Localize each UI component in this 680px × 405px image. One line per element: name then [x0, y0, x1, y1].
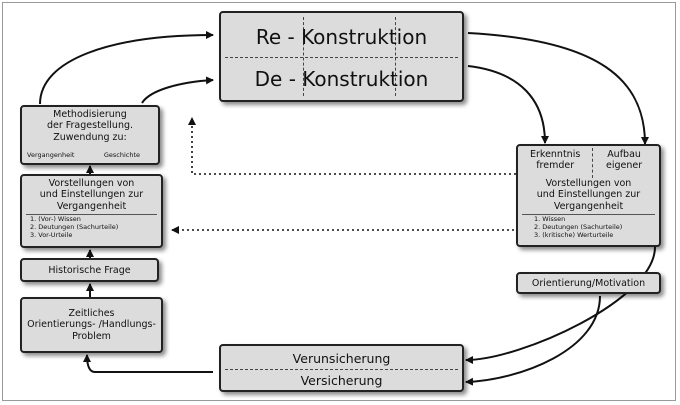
list-item: 2. Deutungen (Sachurteile): [30, 222, 119, 231]
erkenntnis-label: Erkenntnis fremder: [530, 149, 580, 172]
vorstellungen-left-line-1: Vorstellungen von: [48, 178, 135, 189]
sicherung-divider: [225, 369, 458, 370]
dekonstruktion-label: De - Konstruktion: [254, 67, 429, 91]
vorstellungen-left-line-2: und Einstellungen zur: [39, 189, 144, 201]
orientierung-box: Orientierung/Motivation: [516, 272, 661, 294]
arrow-methodisierung-to-rekonstruktion: [39, 31, 214, 105]
option-geschichte: Geschichte: [103, 151, 140, 160]
problem-box: Zeitliches Orientierungs- /Handlungs- Pr…: [20, 297, 163, 353]
methodisierung-line-3: Zuwendung zu:: [53, 131, 127, 143]
vorstellungen-right-box: Erkenntnis fremder Aufbau eigener Vorste…: [516, 144, 661, 247]
historische-frage-box: Historische Frage: [20, 258, 159, 282]
vorstellungen-right-divider: [522, 214, 655, 215]
konstruktion-divider-left: [303, 17, 304, 96]
vorstellungen-left-divider: [26, 214, 157, 216]
methodisierung-box: Methodisierung der Fragestellung. Zuwend…: [20, 105, 160, 165]
verunsicherung-label: Verunsicherung: [292, 350, 391, 366]
konstruktion-box: Re - Konstruktion De - Konstruktion: [219, 11, 464, 102]
vorstellungen-right-list: 1. Wissen 2. Deutungen (Sachurteile) 3. …: [534, 215, 623, 239]
versicherung-label: Versicherung: [300, 373, 383, 388]
arrow-rekonstruktion-to-right: [467, 32, 649, 145]
vorstellungen-left-box: Vorstellungen von und Einstellungen zur …: [20, 174, 163, 248]
problem-line-2: Orientierungs- /Handlungs-: [27, 319, 156, 331]
aufbau-line-1: Aufbau: [607, 149, 641, 160]
arrow-right-to-verunsicherung: [465, 246, 656, 364]
orientierung-label: Orientierung/Motivation: [531, 277, 646, 289]
vorstellungen-right-title: Vorstellungen von und Einstellungen zur …: [518, 178, 659, 212]
dotted-arrow-to-methodisierung: [188, 117, 516, 175]
arrow-bottom-to-problem: [83, 354, 213, 373]
aufbau-label: Aufbau eigener: [606, 149, 642, 172]
arrow-methodisierung-to-dekonstruktion: [141, 76, 214, 104]
erkenntnis-line-1: Erkenntnis: [530, 149, 581, 160]
option-vergangenheit: Vergangenheit: [27, 151, 75, 160]
vorstellungen-left-line-3: Vergangenheit: [56, 200, 127, 212]
vorstellungen-right-line-3: Vergangenheit: [553, 200, 624, 212]
list-item: 1. Wissen: [534, 215, 566, 223]
konstruktion-divider: [225, 57, 458, 58]
konstruktion-divider-right: [395, 17, 396, 96]
list-item: 1. (Vor-) Wissen: [30, 215, 81, 224]
historische-frage-label: Historische Frage: [48, 264, 131, 276]
methodisierung-line-1: Methodisierung: [53, 109, 127, 120]
problem-line-3: Problem: [72, 330, 111, 342]
arrow-dekonstruktion-to-right: [467, 65, 549, 144]
erkenntnis-line-2: fremder: [536, 160, 575, 172]
erkenntnis-aufbau-divider: [592, 148, 593, 178]
list-item: 2. Deutungen (Sachurteile): [534, 222, 623, 231]
list-item: 3. (kritische) Werturteile: [534, 230, 614, 239]
aufbau-line-2: eigener: [606, 160, 643, 172]
rekonstruktion-label: Re - Konstruktion: [255, 25, 428, 49]
list-item: 3. Vor-Urteile: [30, 230, 73, 239]
problem-line-1: Zeitliches: [68, 307, 115, 319]
vorstellungen-right-line-1: Vorstellungen von: [545, 178, 632, 189]
methodisierung-line-2: der Fragestellung.: [46, 120, 134, 132]
vorstellungen-left-list: 1. (Vor-) Wissen 2. Deutungen (Sachurtei…: [22, 215, 161, 239]
arrow-orientierung-to-versicherung: [465, 295, 601, 386]
vorstellungen-right-line-2: und Einstellungen zur: [536, 189, 641, 201]
sicherung-box: Verunsicherung Versicherung: [219, 344, 464, 392]
